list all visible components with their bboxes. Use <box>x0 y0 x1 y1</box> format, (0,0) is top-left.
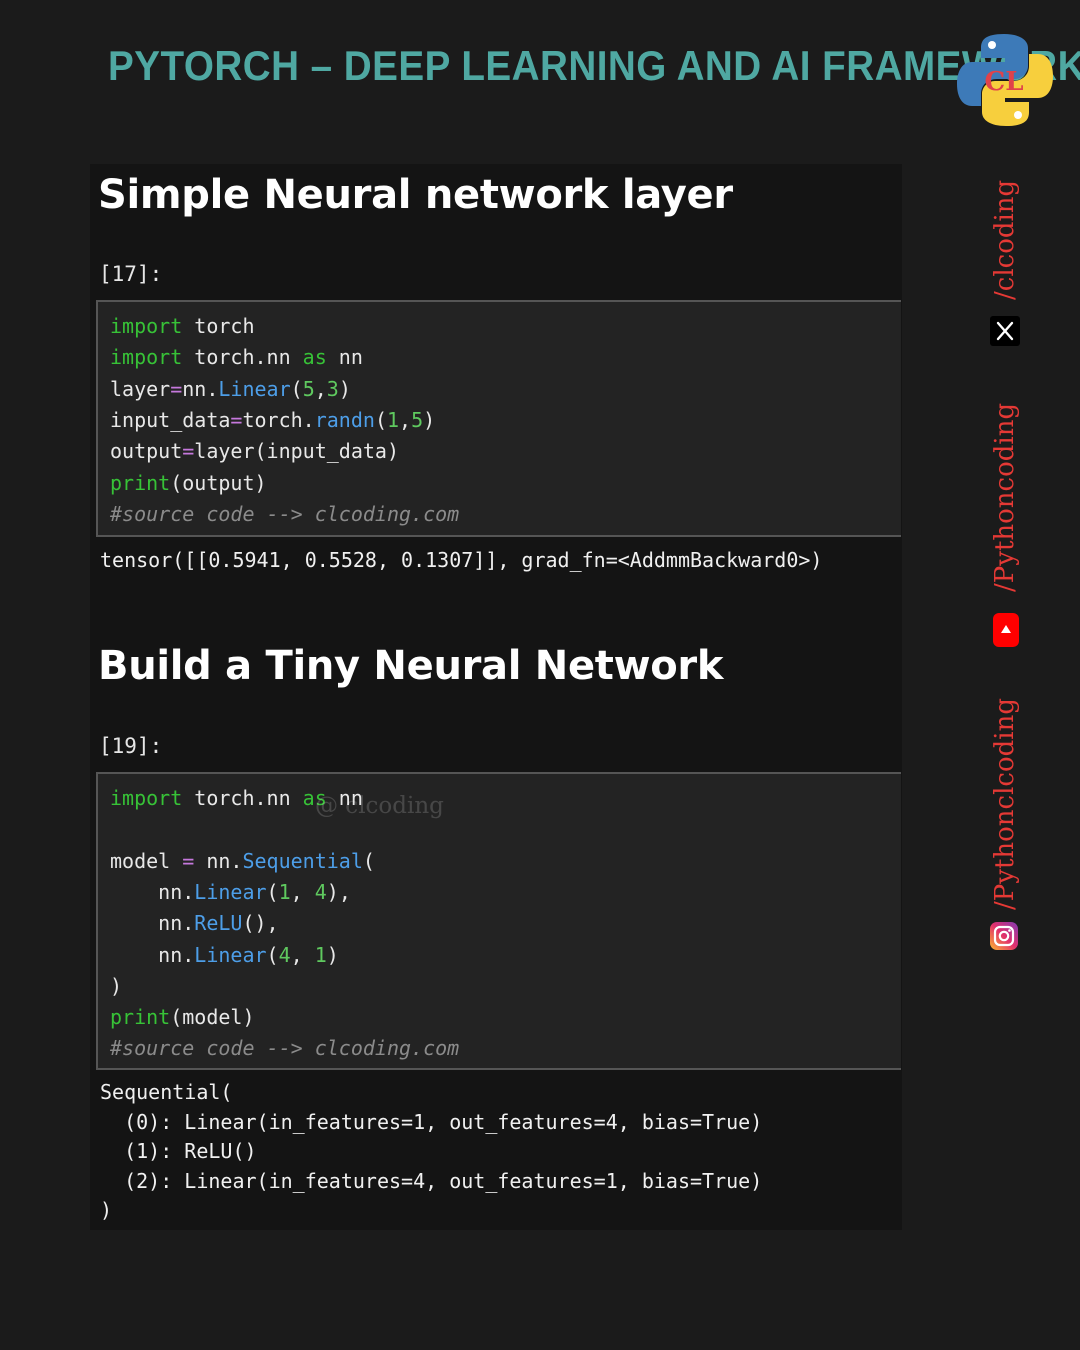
code-line: nn.Linear(4, 1) <box>110 941 339 969</box>
code-token: nn. <box>182 376 219 401</box>
code-token: ( <box>374 407 387 432</box>
code-token: #source code --> clcoding.com <box>110 1036 460 1061</box>
code-token: nn. <box>110 911 195 936</box>
code-token: import <box>110 786 183 810</box>
code-token: randn <box>314 407 375 432</box>
section-heading-tiny-network: Build a Tiny Neural Network <box>98 643 724 689</box>
code-token: nn. <box>194 848 243 873</box>
code-token: 1 <box>314 942 327 967</box>
code-line: input_data=torch.randn(1,5) <box>110 406 435 434</box>
code-token: 5 <box>302 376 315 401</box>
code-token: nn. <box>110 942 195 967</box>
code-token: 4 <box>278 942 291 967</box>
cell-prompt-19: [19]: <box>99 734 163 758</box>
code-token: (), <box>242 911 279 936</box>
python-logo-icon: CL <box>957 34 1053 126</box>
x-icon[interactable] <box>990 316 1020 346</box>
code-token: ( <box>362 848 375 873</box>
code-line: nn.ReLU(), <box>110 909 279 937</box>
instagram-handle[interactable]: /Pythonclcoding <box>990 698 1020 910</box>
code-token: ) <box>338 376 351 401</box>
code-token: model <box>110 848 183 873</box>
code-token: nn <box>326 345 363 370</box>
youtube-handle[interactable]: /Pythoncoding <box>990 402 1020 592</box>
code-token: = <box>170 376 183 401</box>
code-token: torch <box>182 314 255 338</box>
code-token: ) <box>110 973 123 998</box>
code-token: layer(input_data) <box>194 439 399 464</box>
code-token: = <box>230 407 243 432</box>
code-line: import torch <box>110 312 255 340</box>
code-line: import torch.nn as nn <box>110 343 363 371</box>
x-handle[interactable]: /clcoding <box>990 179 1020 300</box>
code-token: ( <box>266 879 279 904</box>
code-token: Sequential <box>242 848 363 873</box>
code-line: print(model) <box>110 1003 255 1031</box>
youtube-icon[interactable] <box>993 613 1019 647</box>
cell-output-19: Sequential( (0): Linear(in_features=1, o… <box>100 1080 763 1222</box>
code-token: input_data <box>110 407 231 432</box>
code-line: model = nn.Sequential( <box>110 847 375 875</box>
code-token: import <box>110 345 183 370</box>
code-token: (model) <box>170 1005 255 1030</box>
code-token: ReLU <box>194 911 243 936</box>
code-token: , <box>290 879 315 904</box>
code-token: 3 <box>326 376 339 401</box>
code-token: Linear <box>218 376 291 401</box>
code-line: layer=nn.Linear(5,3) <box>110 375 351 403</box>
code-token: nn <box>326 786 363 810</box>
code-line: nn.Linear(1, 4), <box>110 878 351 906</box>
code-token: , <box>314 376 327 401</box>
code-line: #source code --> clcoding.com <box>110 500 459 528</box>
code-token: nn. <box>110 879 195 904</box>
code-token: as <box>302 345 327 370</box>
code-token: torch.nn <box>182 786 303 810</box>
code-token: = <box>182 439 195 464</box>
code-token: ) <box>423 407 436 432</box>
code-line: import torch.nn as nn <box>110 784 363 812</box>
code-token: 5 <box>411 407 424 432</box>
code-token: (output) <box>170 470 267 495</box>
code-token: 1 <box>278 879 291 904</box>
code-token: ( <box>290 376 303 401</box>
code-line: print(output) <box>110 469 267 497</box>
code-line: output=layer(input_data) <box>110 437 399 465</box>
code-line: ) <box>110 972 122 1000</box>
code-token: layer <box>110 376 171 401</box>
code-token: print <box>110 1005 171 1030</box>
code-line: #source code --> clcoding.com <box>110 1034 459 1062</box>
code-token: import <box>110 314 183 338</box>
code-token: Linear <box>194 879 267 904</box>
code-token: #source code --> clcoding.com <box>110 501 460 526</box>
code-token: torch. <box>242 407 315 432</box>
code-token: 1 <box>386 407 400 432</box>
code-token: ) <box>326 942 339 967</box>
code-token: ( <box>266 942 279 967</box>
code-token: output <box>110 439 183 464</box>
code-token: , <box>399 407 412 432</box>
code-token: Linear <box>194 942 267 967</box>
code-token: print <box>110 470 171 495</box>
code-token: , <box>290 942 315 967</box>
watermark: @ clcoding <box>315 793 444 819</box>
code-token: torch.nn <box>182 345 303 370</box>
code-token: 4 <box>314 879 327 904</box>
cell-prompt-17: [17]: <box>99 262 163 286</box>
cell-output-17: tensor([[0.5941, 0.5528, 0.1307]], grad_… <box>100 548 823 572</box>
code-token: as <box>302 786 327 810</box>
section-heading-simple-layer: Simple Neural network layer <box>98 172 733 218</box>
svg-text:CL: CL <box>985 67 1024 97</box>
code-token: ), <box>326 879 351 904</box>
page-title: PYTORCH – DEEP LEARNING AND AI FRAMEWORK <box>108 42 1080 89</box>
instagram-icon[interactable] <box>990 922 1018 950</box>
code-token: = <box>182 848 195 873</box>
